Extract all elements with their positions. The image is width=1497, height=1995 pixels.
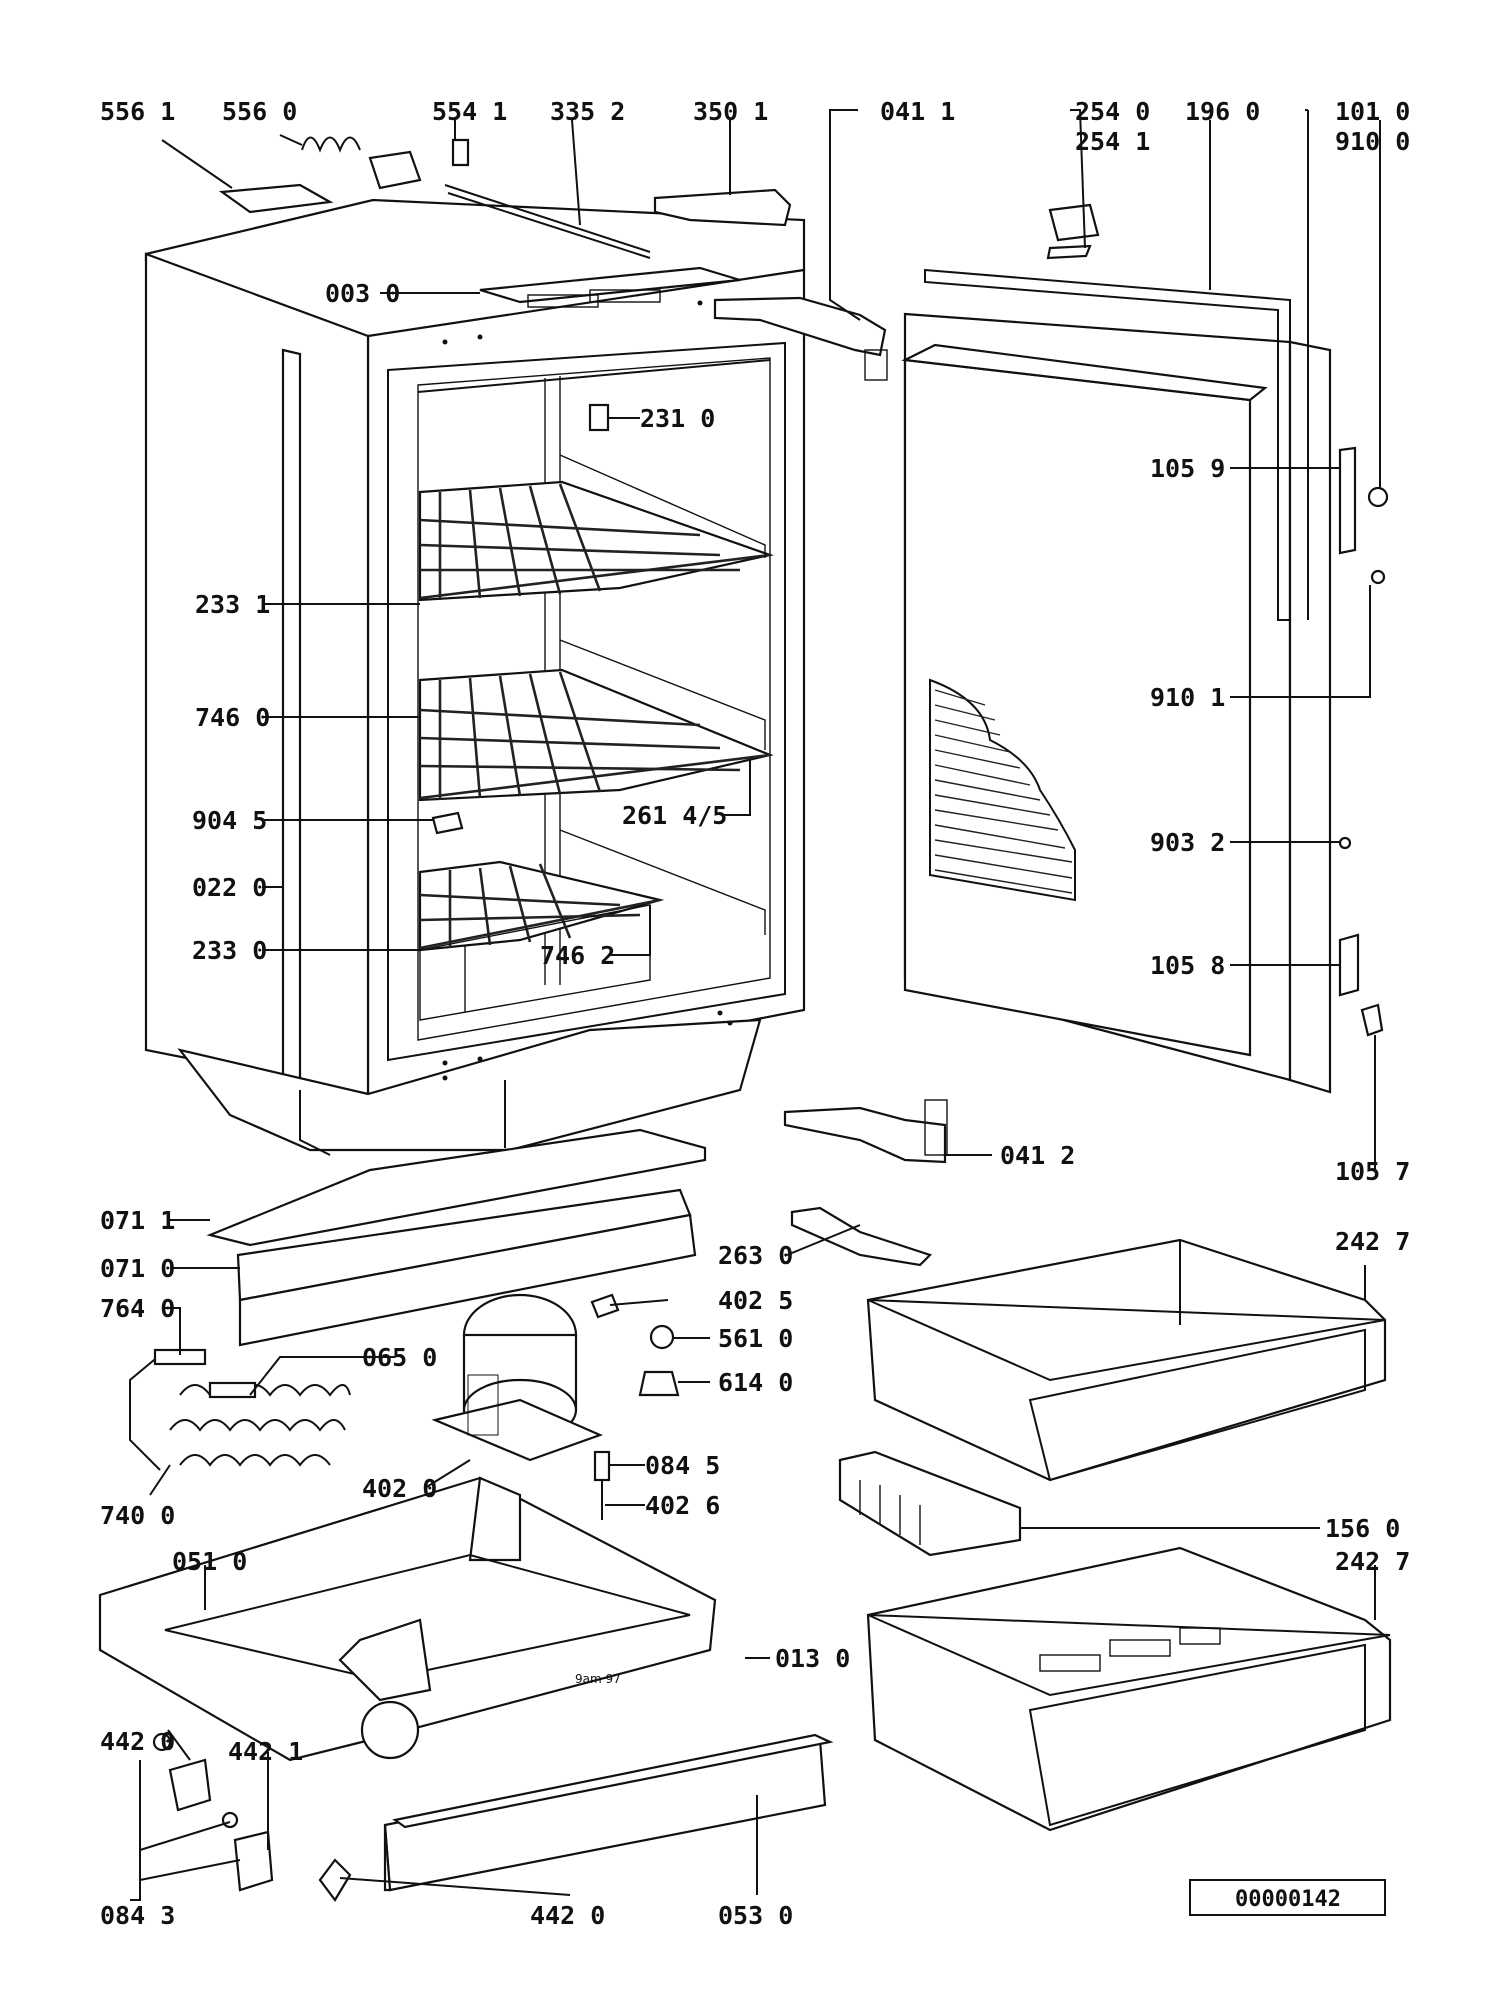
label-196-0: 196 0 xyxy=(1185,97,1260,126)
label-442-1: 442 1 xyxy=(228,1737,303,1766)
label-242-7-b: 242 7 xyxy=(1335,1547,1410,1576)
front-plinth xyxy=(383,1733,834,1892)
label-350-1: 350 1 xyxy=(693,97,768,126)
label-261-4-5: 261 4/5 xyxy=(622,801,727,830)
relay-parts xyxy=(590,1293,680,1520)
label-904-5: 904 5 xyxy=(192,806,267,835)
label-084-5: 084 5 xyxy=(645,1451,720,1480)
label-013-0: 013 0 xyxy=(775,1644,850,1673)
top-small-parts xyxy=(218,136,1100,835)
door-small-parts xyxy=(1338,446,1389,1037)
svg-text:9am 97: 9am 97 xyxy=(575,1672,621,1686)
label-041-2: 041 2 xyxy=(1000,1141,1075,1170)
part-labels: 556 1 556 0 554 1 335 2 350 1 041 1 254 … xyxy=(100,97,1410,1930)
label-254-1: 254 1 xyxy=(1075,127,1150,156)
leader-lines xyxy=(130,109,1381,1901)
wire-shelf-top xyxy=(418,480,775,602)
compressor xyxy=(431,1293,603,1462)
label-084-3: 084 3 xyxy=(100,1901,175,1930)
fan-motor-parts xyxy=(152,1732,352,1902)
label-442-0-a: 442 0 xyxy=(100,1727,175,1756)
ice-tray xyxy=(838,1450,1022,1557)
door xyxy=(901,110,1332,1094)
label-764-0: 764 0 xyxy=(100,1294,175,1323)
label-746-0: 746 0 xyxy=(195,703,270,732)
label-910-0: 910 0 xyxy=(1335,127,1410,156)
hinge-bottom xyxy=(783,1099,948,1164)
label-263-0: 263 0 xyxy=(718,1241,793,1270)
label-556-0: 556 0 xyxy=(222,97,297,126)
label-903-2: 903 2 xyxy=(1150,828,1225,857)
label-242-7-a: 242 7 xyxy=(1335,1227,1410,1256)
label-071-1: 071 1 xyxy=(100,1206,175,1235)
label-442-0-b: 442 0 xyxy=(530,1901,605,1930)
label-105-8: 105 8 xyxy=(1150,951,1225,980)
label-053-0: 053 0 xyxy=(718,1901,793,1930)
drawing-number: 00000142 xyxy=(1235,1887,1341,1912)
insulation-cutaway xyxy=(929,678,1076,902)
label-614-0: 614 0 xyxy=(718,1368,793,1397)
condenser-coil xyxy=(129,1348,351,1471)
plinth-rails xyxy=(206,1128,707,1347)
bracket-263 xyxy=(790,1206,933,1267)
label-105-7: 105 7 xyxy=(1335,1157,1410,1186)
drawer-upper xyxy=(866,1238,1387,1482)
label-746-2: 746 2 xyxy=(540,941,615,970)
label-156-0: 156 0 xyxy=(1325,1514,1400,1543)
base-tray: 9am 97 xyxy=(98,1476,717,1762)
label-101-0: 101 0 xyxy=(1335,97,1410,126)
label-003-0: 003 0 xyxy=(325,279,400,308)
label-740-0: 740 0 xyxy=(100,1501,175,1530)
label-910-1: 910 1 xyxy=(1150,683,1225,712)
label-231-0: 231 0 xyxy=(640,404,715,433)
label-105-9: 105 9 xyxy=(1150,454,1225,483)
label-402-5: 402 5 xyxy=(718,1286,793,1315)
hinge-top xyxy=(713,296,888,381)
label-065-0: 065 0 xyxy=(362,1343,437,1372)
label-554-1: 554 1 xyxy=(432,97,507,126)
label-041-1: 041 1 xyxy=(880,97,955,126)
label-402-6: 402 6 xyxy=(645,1491,720,1520)
label-233-1: 233 1 xyxy=(195,590,270,619)
label-561-0: 561 0 xyxy=(718,1324,793,1353)
label-402-0: 402 0 xyxy=(362,1474,437,1503)
label-254-0: 254 0 xyxy=(1075,97,1150,126)
wire-shelf-middle xyxy=(418,668,774,802)
label-051-0: 051 0 xyxy=(172,1547,247,1576)
label-071-0: 071 0 xyxy=(100,1254,175,1283)
label-556-1: 556 1 xyxy=(100,97,175,126)
crisper-cover xyxy=(419,904,651,1021)
label-233-0: 233 0 xyxy=(192,936,267,965)
label-335-2: 335 2 xyxy=(550,97,625,126)
drawer-lower xyxy=(866,1546,1392,1832)
label-022-0: 022 0 xyxy=(192,873,267,902)
drawing-number-box: 00000142 xyxy=(1189,1879,1386,1916)
